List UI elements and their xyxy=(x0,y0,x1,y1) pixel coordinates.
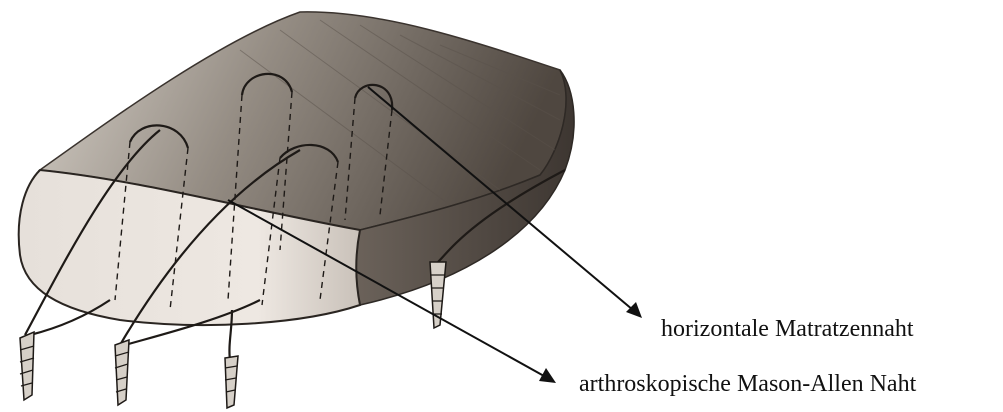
label-horizontal-mattress-suture: horizontale Matratzennaht xyxy=(661,316,914,343)
tendon-illustration xyxy=(19,12,574,325)
suture-anchor xyxy=(225,356,238,408)
label-arthroscopic-mason-allen-suture: arthroskopische Mason-Allen Naht xyxy=(579,371,916,398)
arrowhead xyxy=(626,302,642,318)
suture-anchor xyxy=(20,332,34,400)
suture-anchor xyxy=(115,340,129,405)
